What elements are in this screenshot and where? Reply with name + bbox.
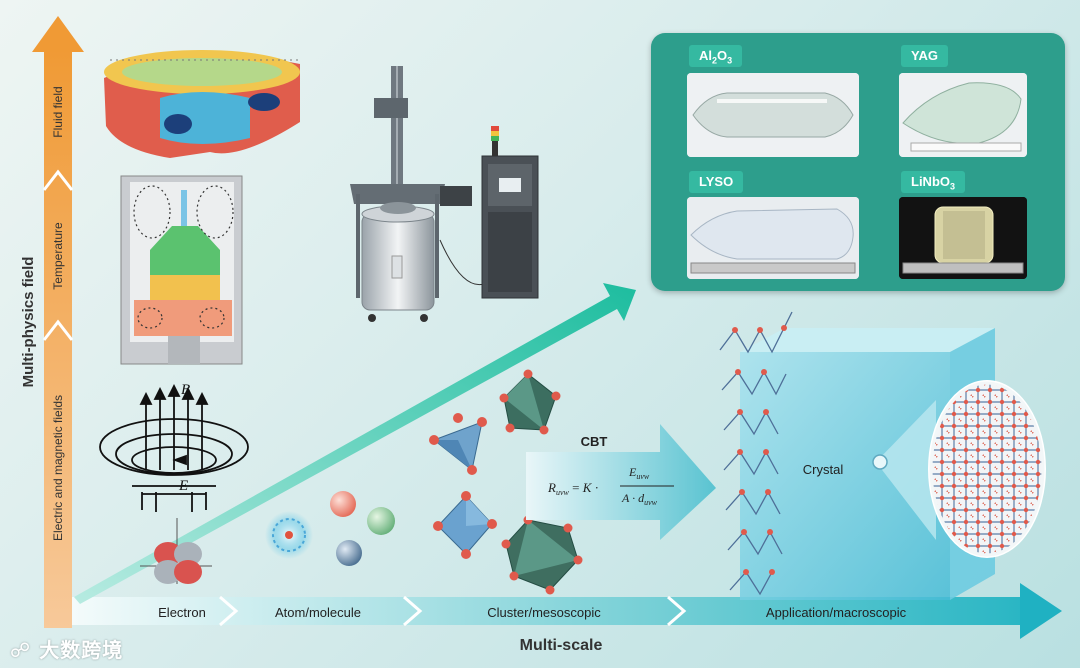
crystal-photo-lyso [687,197,859,279]
segment-chevron [403,595,423,627]
octahedron-cluster-mid [433,491,497,559]
field-loops [99,418,249,476]
crystal-growth-furnace [350,66,485,322]
watermark: ☍ 大数跨境 [10,638,124,662]
electromagnetic-field-diagram [99,383,249,512]
scale-label-application: Application/macroscopic [766,605,907,620]
molecule-ball-red [330,491,356,517]
fluid-field-simulation [104,50,300,158]
diagonal-progress-arrow [74,283,636,604]
svg-text:Ruvw = K ·: Ruvw = K · [547,480,599,497]
scale-axis-title: Multi-scale [520,637,603,654]
lattice-atoms [732,325,787,575]
crystal-tag-linbo3: LiNbO3 [901,171,966,193]
segment-chevron [42,169,74,191]
segment-chevron [42,319,74,341]
temperature-field-simulation [120,175,243,365]
crystal-cube [719,311,1046,600]
molecule-ball-green [367,507,395,535]
crystal-photo-linbo3 [899,197,1027,279]
zoom-point [872,454,888,470]
octahedron-cluster-top [499,369,561,435]
crystal-tag-lyso: LYSO [689,171,744,193]
zoom-cone [876,400,936,540]
physics-field-axis [32,16,84,628]
segment-chevron [667,595,687,627]
electric-field-label: E [178,478,188,494]
crystal-label: Crystal [803,462,844,477]
svg-text:Euvw: Euvw [628,465,650,481]
scale-label-atom: Atom/molecule [275,605,361,620]
segment-label-temperature: Temperature [51,222,65,290]
crystal-tag-yag: YAG [901,45,948,67]
crystal-tag-al2o3: Al2O3 [689,45,743,67]
cbt-arrow [526,424,716,540]
multi-scale-axis [72,583,1062,639]
crystal-photo-panel: Al2O3 YAG LYSO LiNbO3 [651,33,1065,291]
electron-orbital-model [140,518,212,584]
control-cabinet [481,126,539,299]
polyhedron-cluster-bottom [501,515,583,595]
cbt-formula: Ruvw = K · Euvw A · duvw [547,465,674,507]
electric-field-lines [132,485,216,512]
lattice-magnified [931,383,1043,555]
crystal-photo-yag [899,73,1027,157]
magnetic-field-lines [139,383,209,470]
crystal-photo-al2o3 [687,73,859,157]
cbt-title: CBT [581,434,608,449]
magnetic-field-label: B [181,382,190,398]
physics-axis-title: Multi-physics field [20,257,37,388]
segment-chevron [219,595,239,627]
segment-label-electric-magnetic: Electric and magnetic fields [51,395,65,541]
atom-molecule-illustration [265,491,395,566]
svg-text:A · duvw: A · duvw [621,491,658,507]
molecule-ball-blue [336,540,362,566]
scale-label-cluster: Cluster/mesoscopic [487,605,601,620]
scale-label-electron: Electron [158,605,206,620]
tetrahedron-cluster [429,413,487,475]
segment-label-fluid: Fluid field [51,86,65,137]
cluster-polyhedra [429,369,583,595]
watermark-logo-icon: ☍ [10,638,32,662]
